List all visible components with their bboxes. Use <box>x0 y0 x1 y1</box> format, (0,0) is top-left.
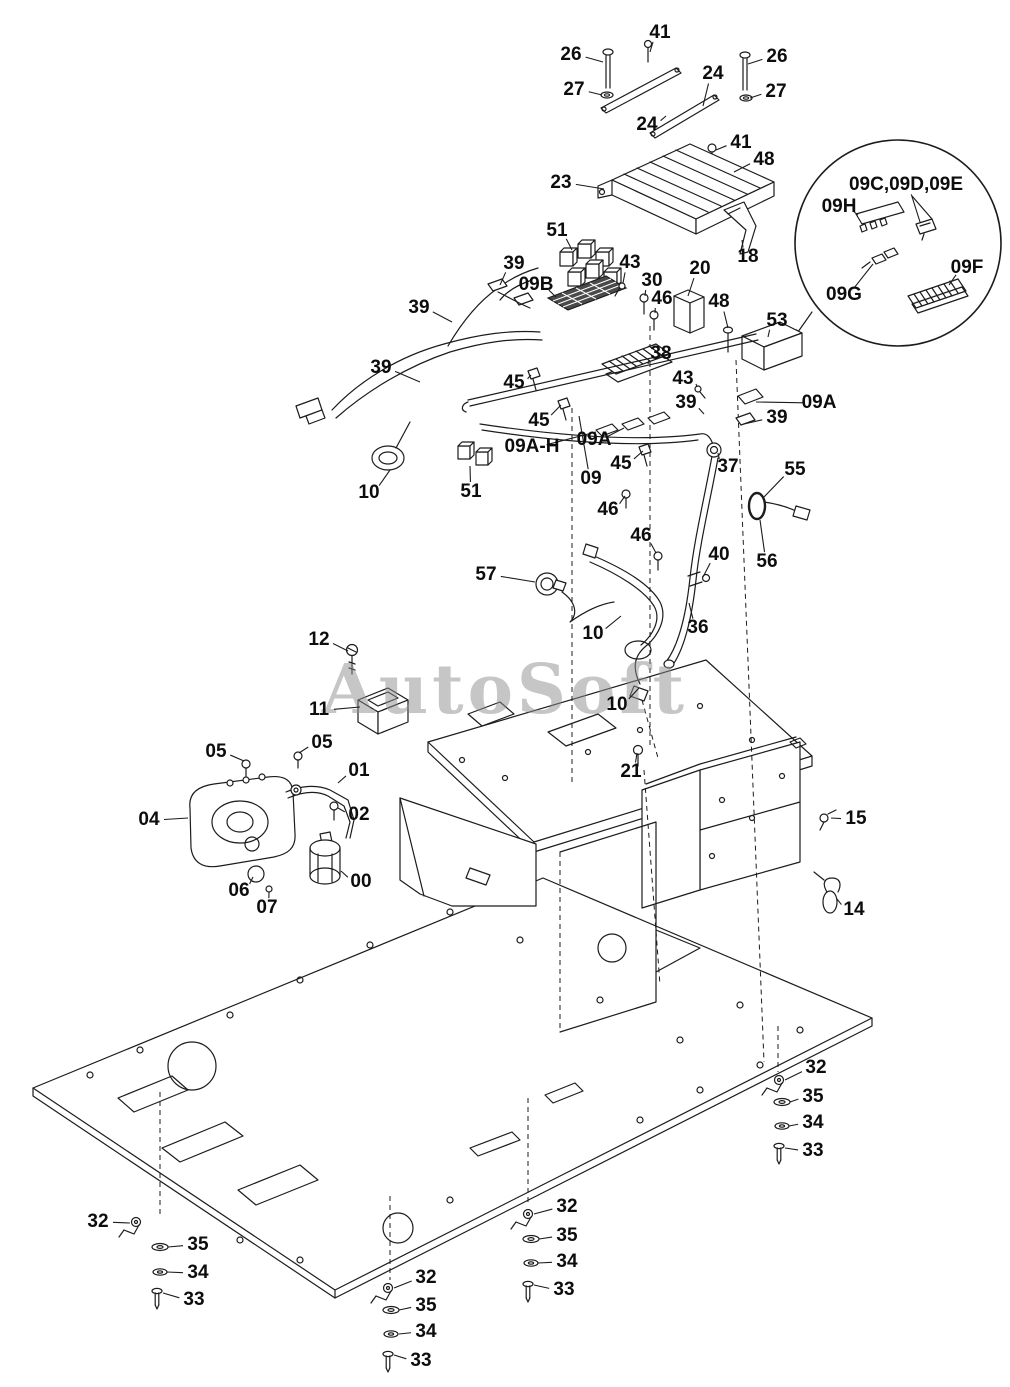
fastener-group-bottom <box>370 1282 400 1373</box>
bracket-18 <box>723 201 757 255</box>
horn-04 <box>189 775 296 868</box>
switch-00 <box>309 831 341 885</box>
ecu-box <box>597 143 775 255</box>
bent-plate <box>399 797 537 907</box>
grommet-37 <box>706 442 722 458</box>
washer-07 <box>265 885 273 893</box>
support-plate <box>559 821 701 1033</box>
o-ring-55 <box>747 491 767 521</box>
wiring-harness-left <box>295 267 543 471</box>
connector-09g <box>871 253 887 265</box>
top-bracket-assembly <box>600 39 753 189</box>
fastener-group-right <box>761 1074 791 1165</box>
screw-02 <box>329 801 339 811</box>
bracket-11 <box>345 643 644 767</box>
connector-09cde <box>915 218 937 235</box>
screw-21 <box>632 744 644 756</box>
fuse-block-38 <box>601 343 673 383</box>
clip-14 <box>813 871 841 914</box>
inset-detail <box>790 139 1002 347</box>
fastener-group-center <box>510 1208 540 1303</box>
floor-plate <box>32 877 873 1299</box>
fastener-group-left <box>118 1216 169 1310</box>
relay-box-20 <box>673 289 705 334</box>
dashed-guides <box>159 326 779 1280</box>
clamp-40 <box>701 573 711 583</box>
cable-56 <box>763 501 799 513</box>
relay-box-53 <box>741 321 803 371</box>
connector-09a <box>737 388 764 405</box>
screw-05-right <box>293 751 303 761</box>
connector-09f <box>907 278 967 309</box>
cap-06 <box>247 865 265 883</box>
hose-assembly <box>663 442 811 669</box>
clip-15 <box>819 809 837 831</box>
relay-fuse-assembly <box>461 239 803 467</box>
wiring-harness-middle <box>535 489 664 702</box>
screw-05-left <box>241 759 251 769</box>
horn-assembly <box>189 751 355 893</box>
connector-09h <box>855 201 905 225</box>
